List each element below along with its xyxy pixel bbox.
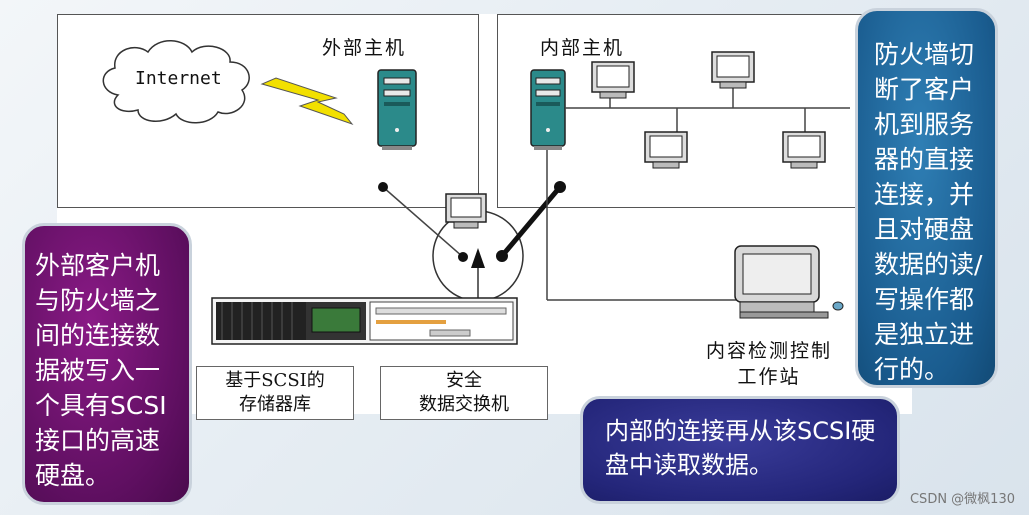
internet-label: Internet xyxy=(135,68,222,89)
exchanger-label: 安全 数据交换机 xyxy=(380,366,548,420)
client-monitor-icon xyxy=(591,61,635,99)
internal-zone-label: 内部主机 xyxy=(540,37,625,59)
callout-left: 外部客户机与防火墙之间的连接数据被写入一个具有SCSI接口的高速硬盘。 xyxy=(22,223,192,505)
client-monitor-icon xyxy=(644,131,688,169)
workstation-label: 内容检测控制 工作站 xyxy=(705,340,832,388)
callout-right: 防火墙切断了客户机到服务器的直接连接，并且对硬盘数据的读/写操作都是独立进行的。 xyxy=(855,8,998,388)
internal-server-icon xyxy=(530,69,566,150)
callout-bottom: 内部的连接再从该SCSI硬盘中读取数据。 xyxy=(580,396,900,504)
workstation-icon xyxy=(734,245,844,319)
internet-cloud-icon xyxy=(102,40,250,124)
switch-monitor-icon xyxy=(445,193,487,229)
external-zone-label: 外部主机 xyxy=(322,37,407,59)
watermark: CSDN @微枫130 xyxy=(909,492,1015,507)
lightning-icon xyxy=(260,77,354,126)
external-server-icon xyxy=(377,69,417,150)
storage-rack-icon xyxy=(211,297,518,345)
client-monitor-icon xyxy=(711,51,755,89)
client-monitor-icon xyxy=(782,131,826,169)
storage-label: 基于SCSI的 存储器库 xyxy=(196,366,354,420)
